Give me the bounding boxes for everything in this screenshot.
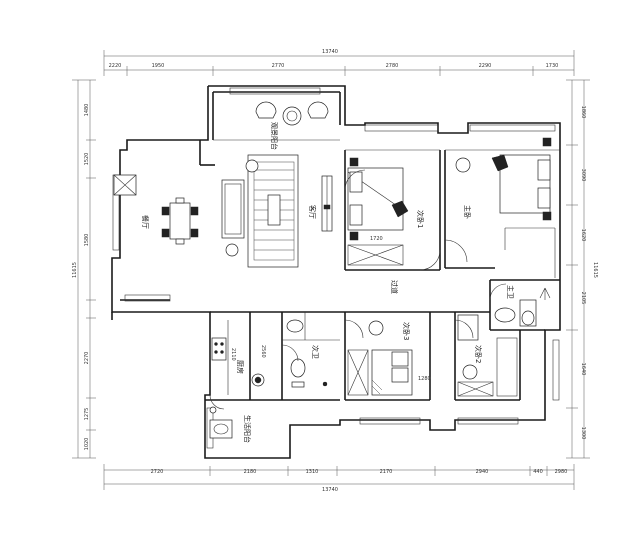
windows (112, 87, 560, 449)
dim-bottom-seg: 2940 (476, 469, 489, 475)
room-label-master-bath: 主卫 (506, 285, 515, 299)
dim-top-total: 13740 (322, 49, 338, 55)
dim-bottom-seg: 2980 (555, 469, 568, 475)
living-room-furniture (221, 154, 333, 268)
dim-interior: 1720 (370, 236, 383, 242)
dim-top-seg: 1730 (546, 63, 559, 69)
room-label-master-bedroom: 主卧 (463, 205, 472, 219)
room-label-guest-bath: 次卫 (311, 345, 320, 359)
room-label-kitchen: 厨房 (236, 360, 245, 374)
guest-bath-fixtures (286, 319, 328, 388)
master-bath-fixtures (494, 287, 551, 327)
dim-interior: 1280 (418, 376, 431, 382)
room-label-bedroom-3: 次卧3 (402, 322, 411, 340)
bedroom-2-furniture (457, 314, 518, 397)
dim-left-seg: 1480 (84, 104, 90, 117)
dim-left-seg: 1275 (84, 408, 90, 421)
dim-bottom-seg: 2720 (151, 469, 164, 475)
dim-right-seg: 1860 (580, 106, 586, 119)
dim-right-seg: 1620 (580, 229, 586, 242)
dim-interior: 2560 (260, 345, 266, 358)
master-bedroom-furniture (455, 137, 552, 221)
room-labels: 观景阳台 客厅 餐厅 次卧1 主卧 过道 主卫 次卧3 次卧2 厨房 次卫 生活… (141, 122, 515, 443)
dim-top-seg: 2290 (479, 63, 492, 69)
bedroom-1-furniture (347, 157, 409, 266)
dim-right-total: 11615 (592, 262, 598, 278)
walls (111, 85, 561, 459)
dim-bottom-seg: 1310 (306, 469, 319, 475)
dim-left-seg: 1020 (84, 438, 90, 451)
dim-top-seg: 1950 (152, 63, 165, 69)
dim-bottom-seg: 440 (533, 469, 543, 475)
dim-bottom-seg: 2180 (244, 469, 257, 475)
room-label-viewing-balcony: 观景阳台 (270, 122, 279, 150)
dim-top-seg: 2220 (109, 63, 122, 69)
utility-balcony-fixtures (209, 406, 233, 439)
dim-left-seg: 1580 (84, 234, 90, 247)
room-label-bedroom-1: 次卧1 (416, 210, 425, 228)
dim-left-seg: 2270 (84, 352, 90, 365)
room-label-living-room: 客厅 (308, 205, 317, 219)
dim-right-seg: 1300 (580, 427, 586, 440)
bedroom-3-furniture (347, 320, 413, 396)
dim-bottom-seg: 2170 (380, 469, 393, 475)
room-label-bedroom-2: 次卧2 (474, 345, 483, 363)
dim-right-seg: 2105 (580, 292, 586, 305)
dim-top-seg: 2780 (386, 63, 399, 69)
room-label-restaurant: 餐厅 (141, 215, 150, 229)
door-swings (209, 169, 507, 410)
room-label-utility-balcony: 生活阳台 (243, 415, 252, 443)
dim-interior: 2110 (230, 348, 236, 361)
interior-dimensions: 2560 2110 1720 1280 (230, 236, 431, 382)
balcony-furniture (255, 101, 329, 126)
dim-right-seg: 3090 (580, 169, 586, 182)
dim-bottom-total: 13740 (322, 487, 338, 493)
dimension-labels: 13740 2220 1950 2770 2780 2290 1730 1374… (72, 49, 598, 493)
dim-left-seg: 1520 (84, 153, 90, 166)
dining-furniture (113, 174, 199, 245)
dimension-lines (72, 50, 590, 490)
dim-top-seg: 2770 (272, 63, 285, 69)
dim-left-total: 11615 (72, 262, 78, 278)
room-label-aisle: 过道 (390, 280, 399, 294)
kitchen-fixtures (211, 337, 265, 387)
dim-right-seg: 1640 (580, 363, 586, 376)
